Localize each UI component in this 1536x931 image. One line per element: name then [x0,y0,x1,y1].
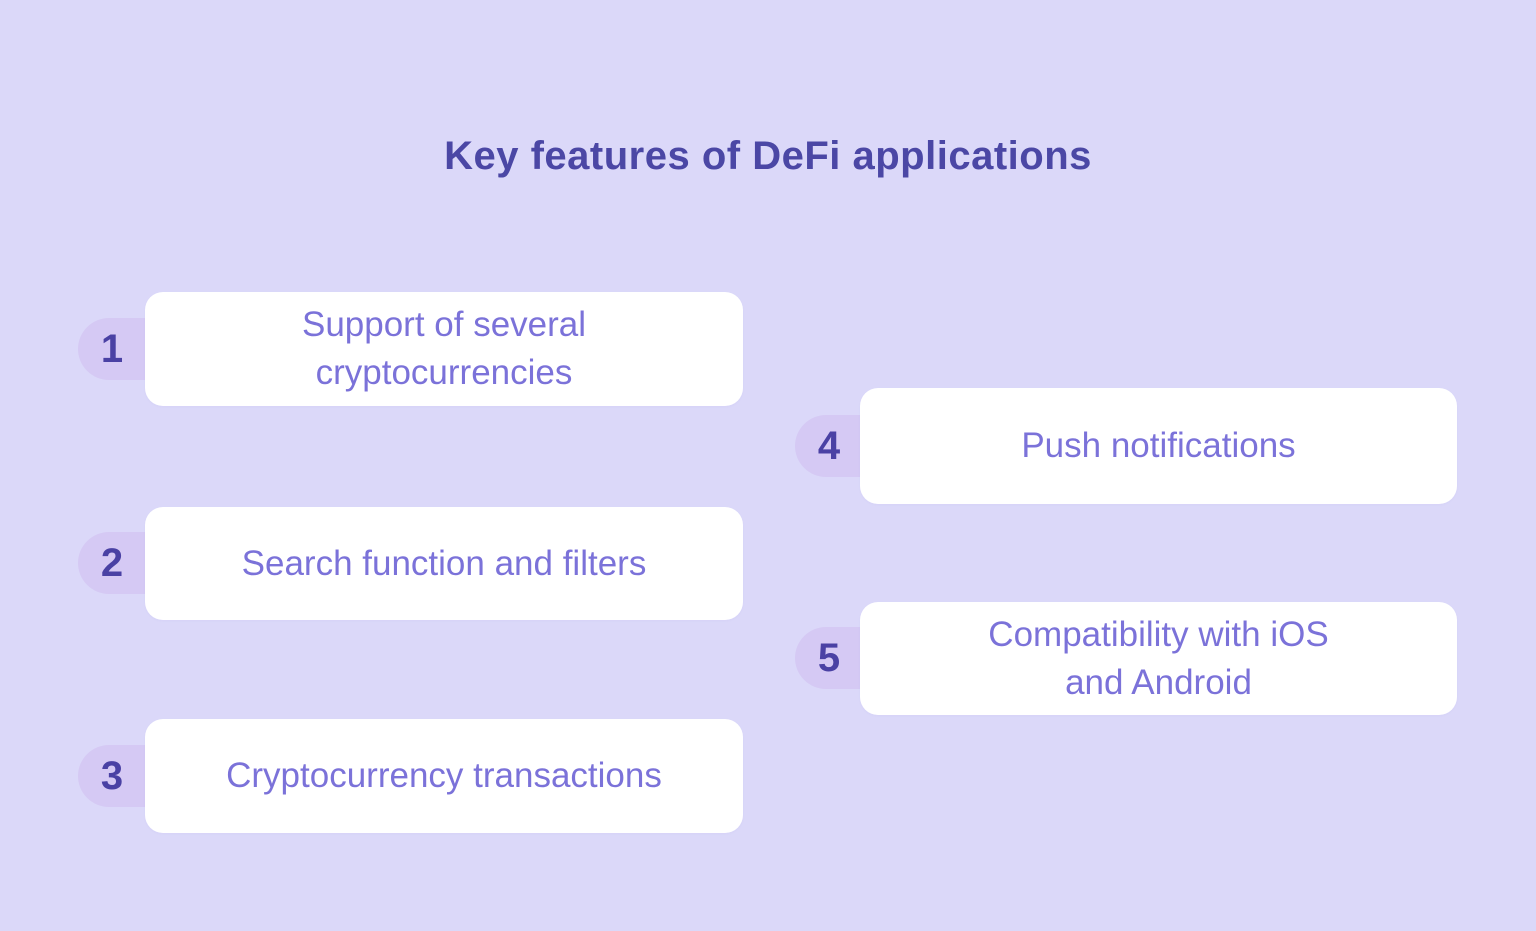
feature-number: 5 [817,635,841,680]
feature-card: Support of several cryptocurrencies [145,292,743,406]
feature-number: 1 [100,326,124,371]
feature-label: Compatibility with iOS and Android [988,614,1329,702]
feature-number: 3 [100,753,124,798]
feature-label: Push notifications [1021,426,1296,465]
feature-number: 4 [817,423,841,468]
feature-card: Push notifications [860,388,1457,504]
feature-label: Search function and filters [241,543,647,583]
feature-label: Support of several cryptocurrencies [301,305,587,392]
feature-card: Cryptocurrency transactions [145,719,743,833]
feature-card: Search function and filters [145,507,743,620]
feature-card: Compatibility with iOS and Android [860,602,1457,715]
feature-label: Cryptocurrency transactions [226,756,662,795]
feature-number: 2 [100,540,124,585]
page-title: Key features of DeFi applications [444,134,1092,178]
